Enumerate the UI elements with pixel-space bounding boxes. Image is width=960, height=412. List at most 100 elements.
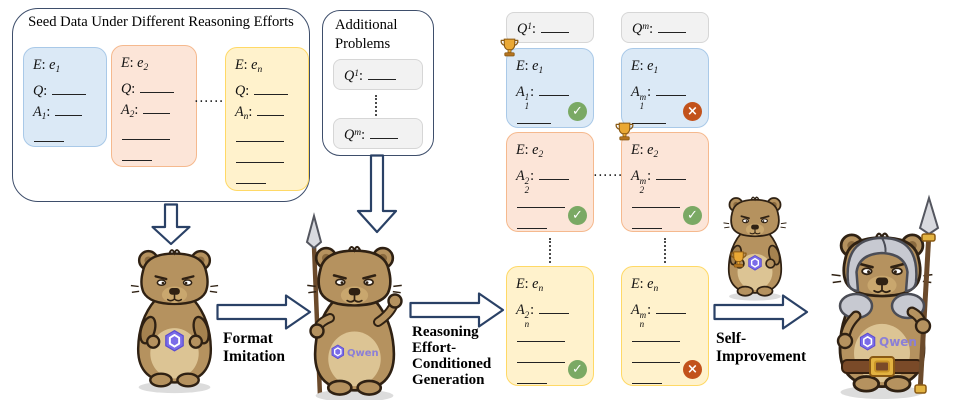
- qwen-capybara-spear-mascot: Qwen: [305, 212, 404, 400]
- blank-field: [236, 171, 266, 184]
- card-line: E: e2: [121, 55, 149, 73]
- card-line: [631, 215, 699, 236]
- question-card-q1: Q1:: [333, 59, 423, 90]
- card-line: Qm:: [344, 123, 412, 146]
- format-imitation-label: Format Imitation: [223, 330, 285, 365]
- format-imitation-arrow-icon: [216, 294, 312, 330]
- check-icon: ✓: [568, 102, 587, 121]
- card-line: E: en: [516, 276, 544, 294]
- blank-field: [517, 371, 547, 384]
- blank-field: [540, 20, 569, 33]
- card-line: A2:: [121, 100, 187, 126]
- blank-field: [538, 83, 569, 96]
- blank-field: [517, 350, 565, 363]
- additional-problems-panel: Additional Problems Q1: Qm:: [322, 10, 434, 156]
- blank-field: [139, 80, 174, 93]
- vertical-dots: [664, 238, 666, 263]
- question-card-qm: Qm:: [333, 118, 423, 149]
- gen-question-card-q1: Q1:: [506, 12, 594, 43]
- blank-field: [253, 82, 288, 95]
- card-line: [631, 370, 699, 391]
- blank-field: [655, 83, 686, 96]
- blank-field: [632, 350, 680, 363]
- qwen-capybara-mascot: [129, 248, 220, 395]
- gen-question-card-qm: Qm:: [621, 12, 709, 43]
- down-arrow-icon: [356, 154, 398, 234]
- card-line: Q1:: [517, 17, 583, 40]
- card-line: E: e1: [33, 57, 61, 75]
- qwen-wordmark: Qwen: [879, 335, 917, 349]
- blank-field: [632, 195, 680, 208]
- card-line: [631, 328, 699, 349]
- card-line: [516, 194, 584, 215]
- additional-panel-title: Additional Problems: [335, 17, 398, 52]
- blank-field: [538, 167, 569, 180]
- blank-field: [367, 67, 396, 80]
- card-line: [235, 128, 299, 149]
- blank-field: [122, 127, 170, 140]
- card-line: Q:: [235, 81, 299, 102]
- check-icon: ✓: [568, 360, 587, 379]
- card-line: E: e1: [631, 58, 659, 76]
- blank-field: [54, 103, 82, 116]
- card-line: E: e2: [516, 142, 544, 160]
- vertical-dots: [549, 238, 551, 263]
- card-line: E: en: [631, 276, 659, 294]
- reasoning-arrow-icon: [409, 292, 505, 328]
- qwen-capybara-knight-mascot: Qwen: [830, 194, 940, 401]
- card-line: [121, 147, 187, 168]
- blank-field: [51, 82, 86, 95]
- seed-card-effort-n: E: en Q: An:: [225, 47, 309, 191]
- cross-icon: ×: [683, 360, 702, 379]
- blank-field: [517, 329, 565, 342]
- blank-field: [632, 329, 680, 342]
- trophy-icon: [500, 38, 519, 57]
- qwen-wordmark: Qwen: [347, 348, 379, 359]
- seed-data-panel: Seed Data Under Different Reasoning Effo…: [12, 8, 310, 202]
- check-icon: ✓: [683, 206, 702, 225]
- card-line: E: en: [235, 57, 263, 75]
- blank-field: [142, 101, 170, 114]
- card-line: Q1:: [344, 64, 412, 87]
- blank-field: [655, 167, 686, 180]
- blank-field: [632, 371, 662, 384]
- card-line: [631, 194, 699, 215]
- cross-icon: ×: [683, 102, 702, 121]
- card-line: [631, 349, 699, 370]
- blank-field: [236, 150, 284, 163]
- trophy-icon: [615, 122, 634, 141]
- self-improvement-arrow-icon: [713, 294, 809, 330]
- blank-field: [538, 301, 569, 314]
- blank-field: [632, 111, 666, 124]
- ellipsis-dots: ······: [593, 168, 623, 184]
- card-line: An:: [235, 102, 299, 128]
- check-icon: ✓: [568, 206, 587, 225]
- card-line: [516, 215, 584, 236]
- vertical-dots: [375, 95, 377, 116]
- card-line: [516, 349, 584, 370]
- blank-field: [632, 216, 662, 229]
- blank-field: [517, 195, 565, 208]
- card-line: E: e1: [516, 58, 544, 76]
- card-line: Q:: [33, 81, 97, 102]
- blank-field: [655, 301, 686, 314]
- card-line: Qm:: [632, 17, 698, 40]
- blank-field: [657, 20, 686, 33]
- reasoning-label: Reasoning Effort- Conditioned Generation: [412, 324, 492, 388]
- card-line: [516, 328, 584, 349]
- down-arrow-icon: [151, 203, 191, 246]
- qwen-capybara-trophy-mascot: [722, 196, 788, 302]
- card-line: [516, 110, 584, 131]
- card-line: [235, 170, 299, 191]
